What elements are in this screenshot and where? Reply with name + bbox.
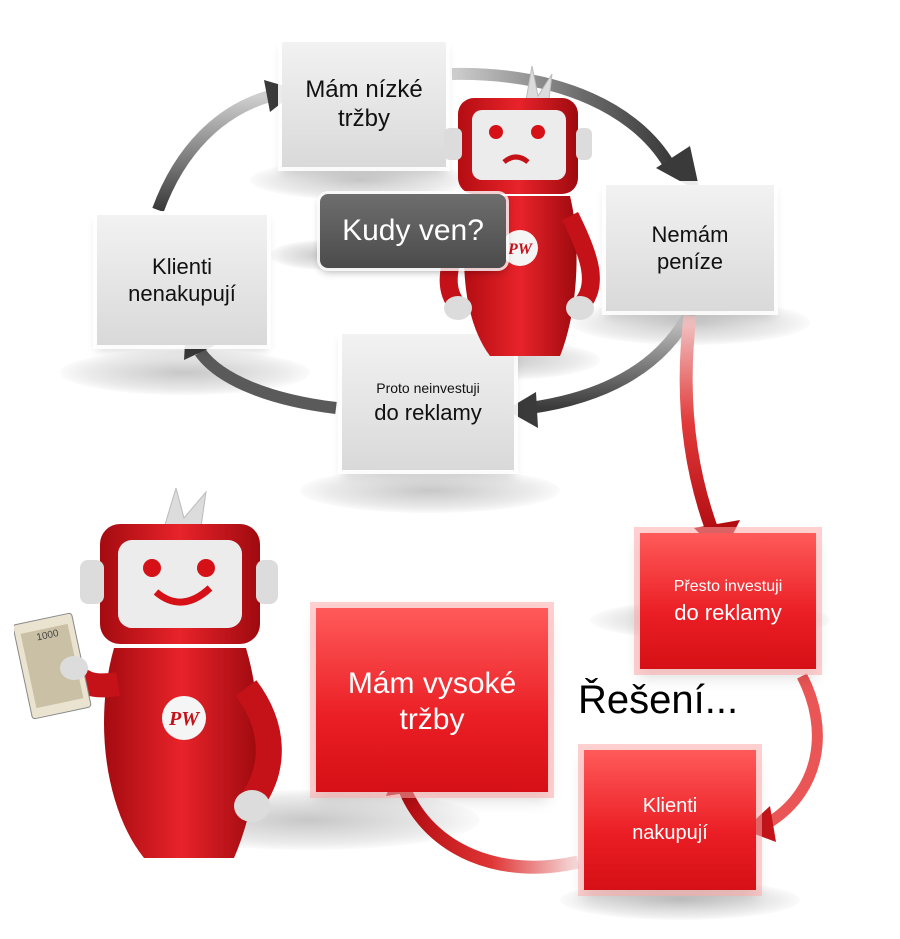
box-no-money-line-2: peníze [656, 249, 724, 274]
box-clients-buying: Klienti nakupují [584, 750, 756, 890]
banknote-value: 1000 [36, 628, 60, 643]
solution-heading: Řešení... [578, 678, 739, 722]
speech-bubble: Kudy ven? [320, 194, 506, 268]
box-high-sales: Mám vysoké tržby [316, 608, 548, 792]
box-clients-not-buying-line-2: nenakupují [128, 281, 236, 306]
box-invest-line-1: Přesto investuji [673, 578, 783, 596]
box-low-sales-line-1: Mám nízké [305, 75, 423, 103]
box-no-invest: Proto neinvestuji do reklamy [342, 334, 514, 470]
money-bundle-icon: 1000 [14, 612, 92, 720]
box-high-sales-line-1: Mám vysoké [347, 667, 517, 700]
arrow-low-sales-to-no-money [451, 67, 700, 192]
shadow [300, 468, 560, 513]
box-clients-not-buying-line-1: Klienti [152, 253, 212, 279]
box-no-invest-line-2: do reklamy [374, 399, 482, 425]
box-high-sales-line-2: tržby [399, 703, 465, 736]
mascot-logo-text: PW [168, 708, 200, 730]
box-no-invest-line-1: Proto neinvestuji [376, 379, 480, 396]
box-clients-not-buying: Klienti nenakupují [97, 215, 267, 345]
box-invest: Přesto investuji do reklamy [640, 533, 816, 669]
happy-robot-mascot: 1000 PW [14, 488, 282, 858]
arrow-clients-not-buying-to-low-sales [152, 80, 298, 213]
box-clients-buying-line-2: nakupují [632, 822, 708, 844]
box-clients-buying-line-1: Klienti [642, 795, 698, 817]
box-no-money-line-1: Nemám [651, 221, 729, 247]
mascot-logo-text: PW [507, 241, 534, 258]
box-low-sales: Mám nízké tržby [282, 42, 446, 167]
arrow-no-money-to-invest [679, 315, 740, 556]
arrow-no-money-to-no-invest [506, 309, 696, 428]
box-no-money: Nemám peníze [606, 185, 774, 311]
box-invest-line-2: do reklamy [674, 600, 782, 626]
box-low-sales-line-2: tržby [337, 104, 390, 132]
